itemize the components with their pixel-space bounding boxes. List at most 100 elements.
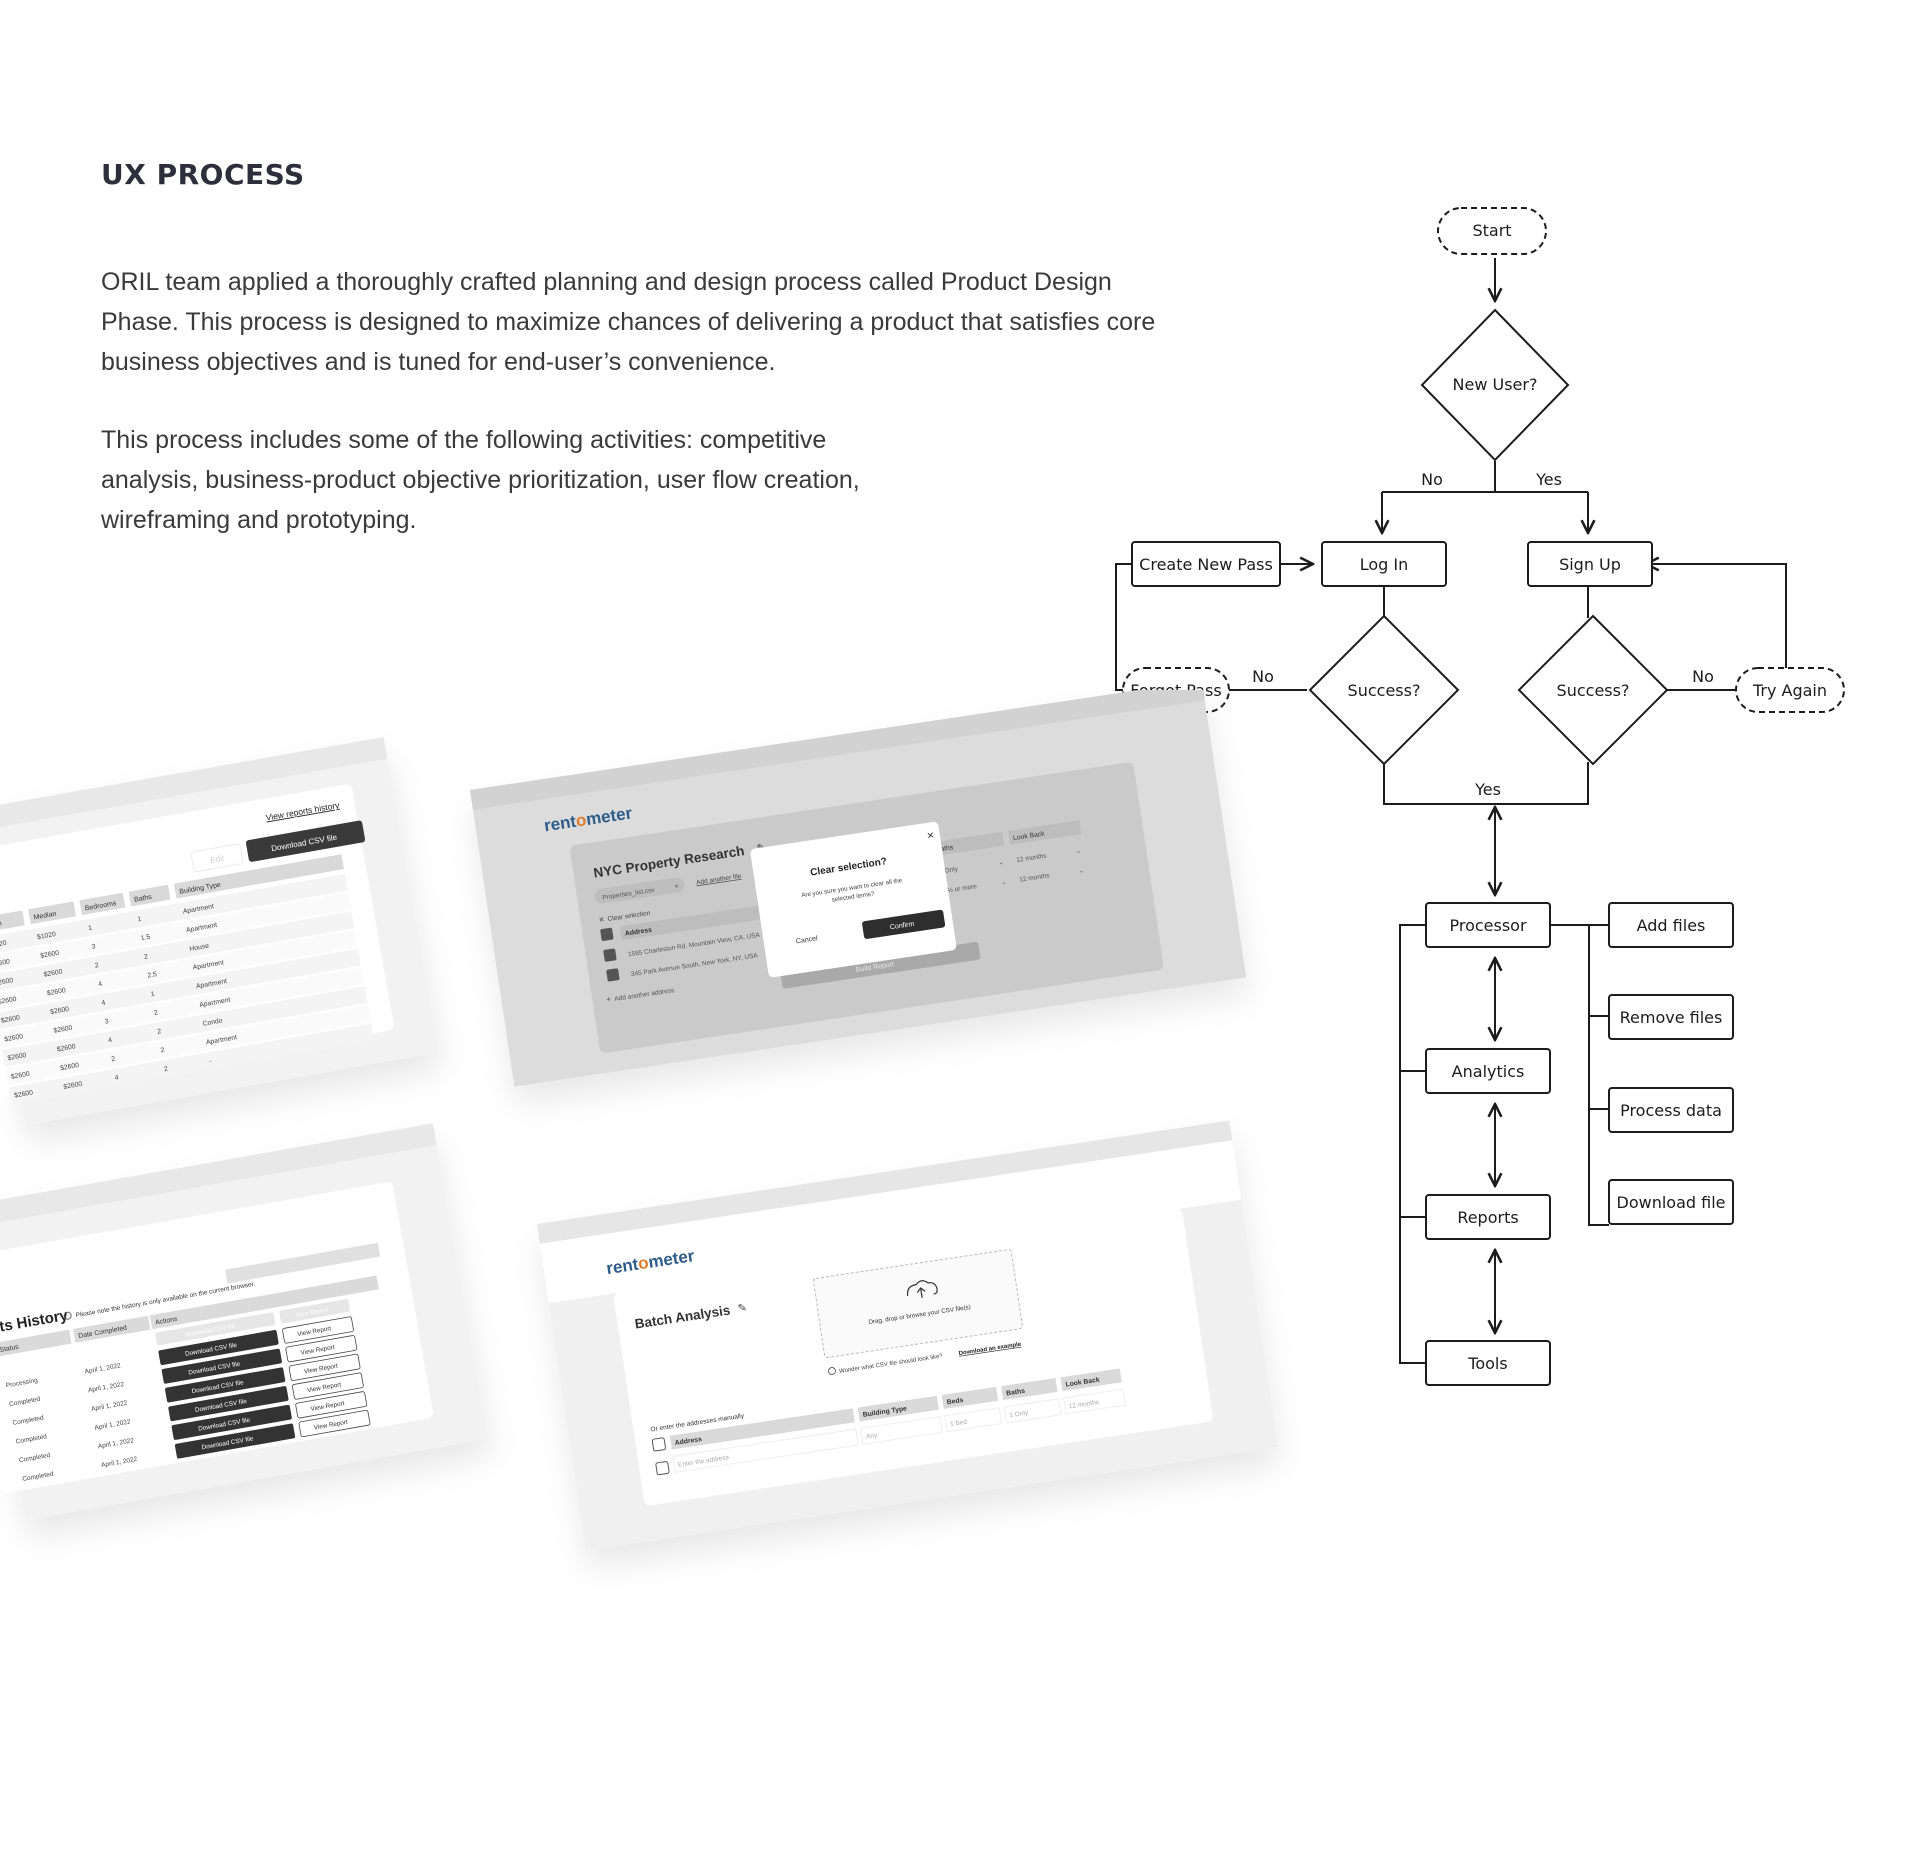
- table-header-3: Baths: [134, 894, 153, 904]
- select-all-checkbox[interactable]: [600, 927, 614, 942]
- login-success-label: Success?: [1348, 681, 1421, 700]
- file-chip[interactable]: [594, 876, 685, 904]
- table-cell: $2600: [43, 968, 63, 978]
- sign-up-node: [1527, 541, 1653, 587]
- connector-processor-group: [1399, 924, 1426, 1364]
- download-csv-button[interactable]: [168, 1386, 289, 1422]
- batch-input-cell[interactable]: [672, 1428, 859, 1473]
- lookback-value-2[interactable]: 12 months: [1019, 872, 1051, 884]
- close-icon[interactable]: ✕: [926, 830, 935, 841]
- try-again-node: [1735, 667, 1845, 713]
- intro-paragraph: ORIL team applied a thoroughly crafted p…: [101, 268, 1156, 376]
- analytics-label: Analytics: [1452, 1062, 1525, 1081]
- dialog-cancel-button[interactable]: Cancel: [796, 935, 819, 945]
- mock-nav: [539, 1140, 1242, 1304]
- batch-header-cell: [1060, 1368, 1122, 1392]
- table-cell: $2600: [7, 1052, 27, 1062]
- row-checkbox[interactable]: [655, 1461, 670, 1476]
- download-csv-button[interactable]: [155, 1312, 276, 1346]
- view-report-button[interactable]: [279, 1299, 350, 1324]
- dialog-confirm-button[interactable]: [862, 909, 946, 939]
- baths-value-1[interactable]: 1 Only: [939, 866, 959, 876]
- remove-files-node: [1608, 994, 1734, 1040]
- history-header-0: Status: [0, 1344, 20, 1354]
- history-header-2: Actions: [155, 1316, 179, 1327]
- download-csv-button[interactable]: [174, 1423, 296, 1459]
- clear-x-icon[interactable]: ✕: [598, 917, 605, 925]
- batch-header-3: Baths: [1006, 1388, 1026, 1398]
- start-label: Start: [1472, 221, 1511, 240]
- batch-input-cell[interactable]: [1062, 1388, 1126, 1415]
- download-csv-button[interactable]: [245, 820, 366, 862]
- batch-header-0: Address: [674, 1436, 702, 1447]
- table-cell: $2600: [0, 958, 11, 968]
- batch-input-cell[interactable]: [1003, 1398, 1062, 1424]
- edit-pencil-icon[interactable]: ✎: [737, 1302, 748, 1315]
- info-icon: [828, 1367, 836, 1375]
- edit-button[interactable]: [190, 843, 244, 873]
- table-row: [8, 1023, 375, 1105]
- tools-node: [1425, 1340, 1551, 1386]
- download-file-node: [1608, 1179, 1734, 1225]
- mock-topbar: [470, 690, 1205, 810]
- view-report-button[interactable]: [288, 1353, 361, 1381]
- table-cell: 3: [104, 1018, 109, 1026]
- view-report-button[interactable]: [285, 1335, 358, 1363]
- activities-paragraph: This process includes some of the follow…: [101, 426, 860, 534]
- table-cell: 1.5: [140, 934, 151, 943]
- row-checkbox-1[interactable]: [603, 948, 617, 962]
- create-new-pass-node: [1131, 541, 1281, 587]
- table-row: [5, 1004, 371, 1086]
- table-header-0: Mean: [0, 920, 2, 930]
- table-cell: $2600: [10, 1071, 30, 1081]
- download-csv-button[interactable]: [165, 1367, 286, 1403]
- batch-input-value: 1 Only: [1009, 1409, 1029, 1419]
- remove-file-icon[interactable]: ×: [674, 883, 679, 891]
- mock-topbar: [0, 737, 388, 832]
- csv-dropzone[interactable]: [813, 1249, 1023, 1358]
- page-title: UX PROCESS: [101, 158, 305, 191]
- download-csv-button[interactable]: [171, 1404, 292, 1441]
- lookback-header: Look Back: [1013, 831, 1046, 843]
- table-cell: $2600: [53, 1025, 73, 1035]
- yes-merge-label: Yes: [1474, 780, 1501, 799]
- connector-tryagain-signup: [1646, 564, 1787, 668]
- edit-label: Edit: [210, 854, 226, 865]
- table-cell: 4: [108, 1037, 113, 1045]
- batch-header-cell: [941, 1386, 999, 1409]
- chevron-down-icon: ⌄: [1001, 880, 1007, 887]
- batch-input-cell[interactable]: [860, 1415, 943, 1445]
- lookback-value-1[interactable]: 12 months: [1016, 852, 1048, 864]
- table-row: [0, 967, 365, 1049]
- table-cell: 4: [101, 999, 106, 1007]
- yes-label: Yes: [1535, 470, 1562, 489]
- batch-input-cell[interactable]: [944, 1407, 1003, 1433]
- remove-files-label: Remove files: [1620, 1008, 1723, 1027]
- table-header-1: Median: [33, 911, 57, 922]
- table-cell: Condo: [202, 1017, 223, 1027]
- batch-input-value: 1 Bed: [950, 1419, 968, 1428]
- batch-input-value: 12 months: [1068, 1399, 1100, 1411]
- chevron-down-icon: ⌄: [1075, 848, 1081, 855]
- view-report-button[interactable]: [298, 1409, 371, 1438]
- mock-topbar: [537, 1120, 1233, 1244]
- table-row: [0, 873, 348, 955]
- table-cell: House: [189, 943, 210, 953]
- view-report-button[interactable]: [295, 1391, 368, 1419]
- baths-header-cell: [930, 831, 1005, 857]
- download-csv-button[interactable]: [161, 1348, 282, 1384]
- select-all-checkbox[interactable]: [651, 1437, 666, 1452]
- upload-cloud-icon: [906, 1280, 938, 1298]
- download-csv-button[interactable]: [158, 1330, 279, 1366]
- view-report-button[interactable]: [282, 1316, 354, 1344]
- table-header-cell: [79, 892, 126, 916]
- table-cell: 4: [98, 981, 103, 989]
- plus-icon: +: [606, 994, 612, 1004]
- reports-history-mockup: rts History Please note the history is o…: [0, 1123, 489, 1521]
- reports-label: Reports: [1457, 1208, 1518, 1227]
- no-label-signup: No: [1692, 667, 1714, 686]
- view-report-button[interactable]: [292, 1372, 364, 1400]
- chevron-down-icon: ⌄: [998, 860, 1004, 867]
- row-checkbox-2[interactable]: [606, 968, 620, 982]
- table-row: [0, 930, 358, 1011]
